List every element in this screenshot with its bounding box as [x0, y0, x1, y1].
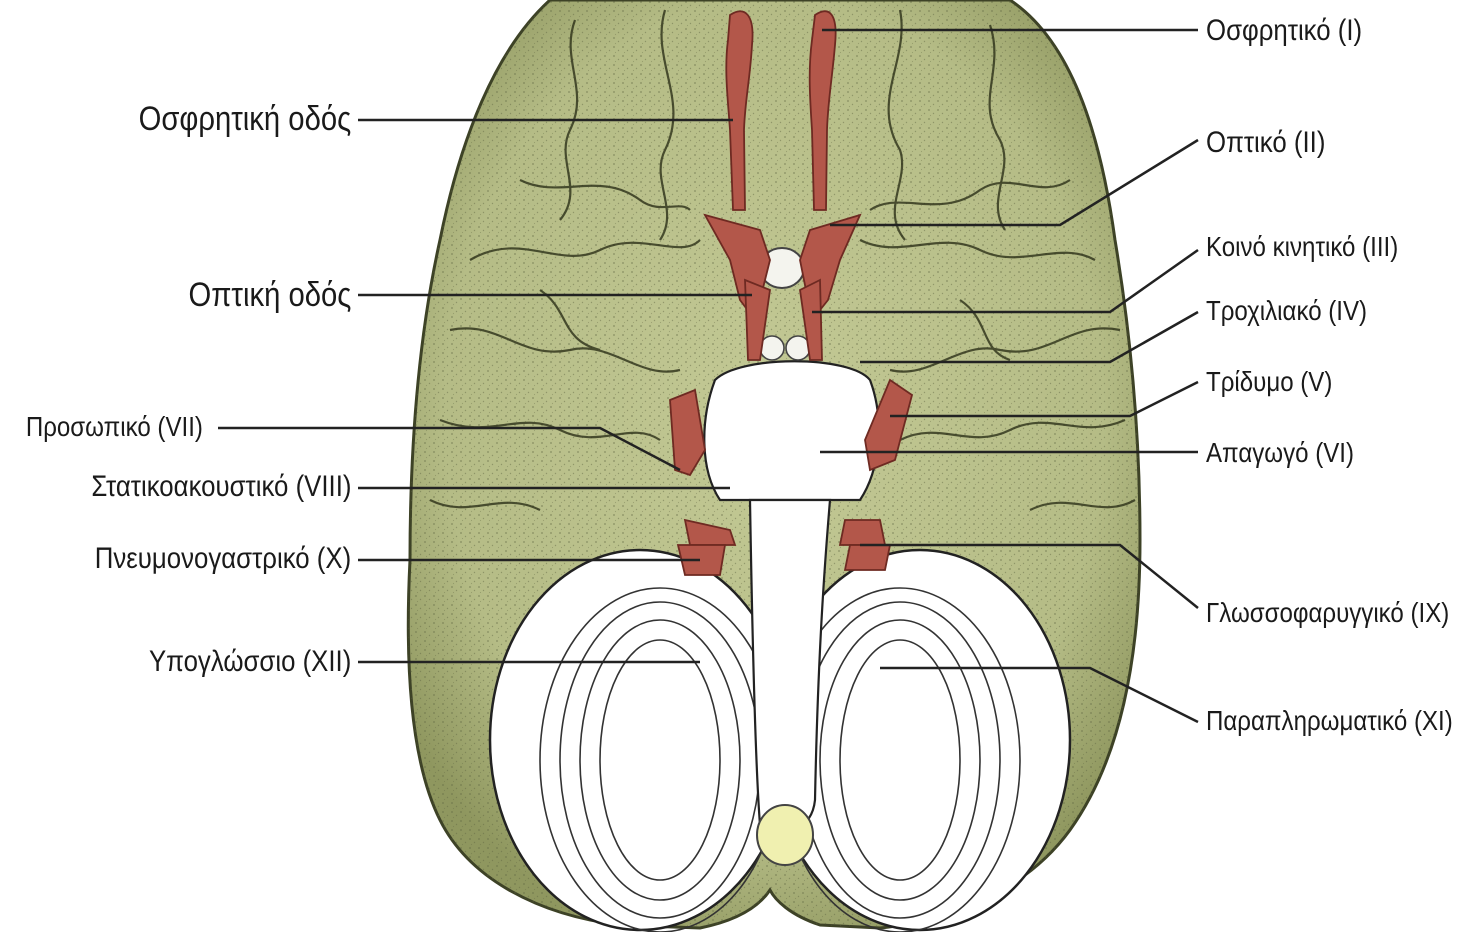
label-oculomotor-nerve: Κοινό κινητικό (III) — [1206, 230, 1398, 264]
pons — [704, 361, 878, 500]
label-hypoglossal-nerve: Υπογλώσσιο (XII) — [149, 645, 351, 679]
label-optic-nerve: Οπτικό (II) — [1206, 126, 1325, 160]
label-facial-nerve: Προσωπικό (VII) — [26, 410, 203, 444]
label-olfactory-nerve: Οσφρητικό (I) — [1206, 14, 1362, 48]
label-vagus-nerve: Πνευμονογαστρικό (X) — [95, 542, 351, 576]
label-optic-tract: Οπτική οδός — [188, 276, 351, 314]
label-trochlear-nerve: Τροχιλιακό (IV) — [1206, 294, 1367, 328]
label-abducens-nerve: Απαγωγό (VI) — [1206, 436, 1354, 470]
label-vestibulocochlear-nerve: Στατικοακουστικό (VIII) — [91, 470, 351, 504]
label-olfactory-tract: Οσφρητική οδός — [138, 100, 351, 138]
label-trigeminal-nerve: Τρίδυμο (V) — [1206, 365, 1332, 399]
label-glossopharyngeal-nerve: Γλωσσοφαρυγγικό (IX) — [1206, 596, 1449, 630]
label-accessory-nerve: Παραπληρωματικό (XI) — [1206, 704, 1453, 738]
spinal-cord-section — [757, 805, 813, 865]
